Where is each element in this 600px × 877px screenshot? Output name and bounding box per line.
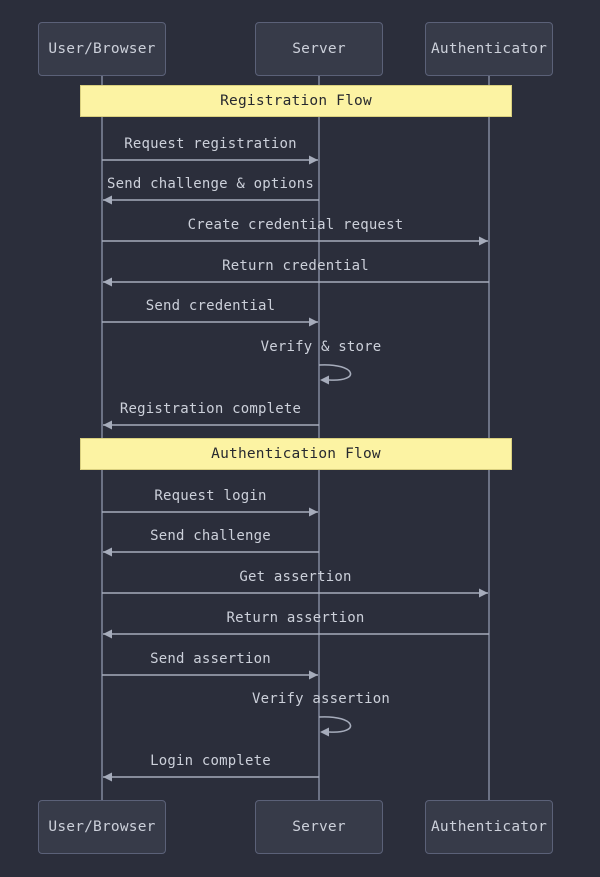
arrowhead-m11 [103, 629, 112, 639]
message-label-m2: Send challenge & options [106, 176, 315, 192]
arrowhead-m1 [309, 155, 318, 165]
participant-box-user-bottom[interactable]: User/Browser [38, 800, 166, 854]
participant-box-server-top[interactable]: Server [255, 22, 383, 76]
arrowhead-m14 [103, 772, 112, 782]
arrowhead-m10 [479, 588, 488, 598]
message-label-m4: Return credential [222, 258, 369, 274]
participant-label-authenticator-bottom: Authenticator [430, 819, 548, 835]
participant-box-authenticator-top[interactable]: Authenticator [425, 22, 553, 76]
message-label-m7: Registration complete [119, 401, 302, 417]
arrowhead-m8 [309, 507, 318, 517]
participant-box-server-bottom[interactable]: Server [255, 800, 383, 854]
self-loop-m6 [318, 364, 351, 381]
message-label-m5: Send credential [145, 298, 276, 314]
message-label-m3: Create credential request [187, 217, 404, 233]
participant-label-authenticator-top: Authenticator [430, 41, 548, 57]
participant-box-user-top[interactable]: User/Browser [38, 22, 166, 76]
message-label-m8: Request login [154, 488, 267, 504]
message-label-m6: Verify & store [260, 339, 382, 355]
message-label-m9: Send challenge [150, 528, 271, 544]
self-loop-m13 [318, 716, 351, 733]
arrowhead-m3 [479, 236, 488, 246]
participant-label-user-bottom: User/Browser [48, 819, 156, 835]
participant-label-user-top: User/Browser [48, 41, 156, 57]
arrowhead-m12 [309, 670, 318, 680]
participant-label-server-top: Server [292, 41, 346, 57]
arrowhead-m13 [320, 727, 329, 737]
arrowhead-m7 [103, 420, 112, 430]
flow-banner-registration[interactable]: Registration Flow [80, 85, 512, 117]
arrowhead-m5 [309, 317, 318, 327]
arrowhead-m2 [103, 195, 112, 205]
participant-box-authenticator-bottom[interactable]: Authenticator [425, 800, 553, 854]
message-label-m10: Get assertion [239, 569, 352, 585]
flow-banner-registration-label: Registration Flow [220, 93, 372, 109]
arrowhead-m9 [103, 547, 112, 557]
flow-banner-authentication-label: Authentication Flow [211, 446, 381, 462]
participant-label-server-bottom: Server [292, 819, 346, 835]
flow-banner-authentication[interactable]: Authentication Flow [80, 438, 512, 470]
message-label-m1: Request registration [124, 136, 297, 152]
message-label-m13: Verify assertion [251, 691, 391, 707]
message-label-m12: Send assertion [150, 651, 271, 667]
message-label-m14: Login complete [150, 753, 271, 769]
arrowhead-m6 [320, 375, 329, 385]
arrowhead-m4 [103, 277, 112, 287]
message-label-m11: Return assertion [226, 610, 365, 626]
